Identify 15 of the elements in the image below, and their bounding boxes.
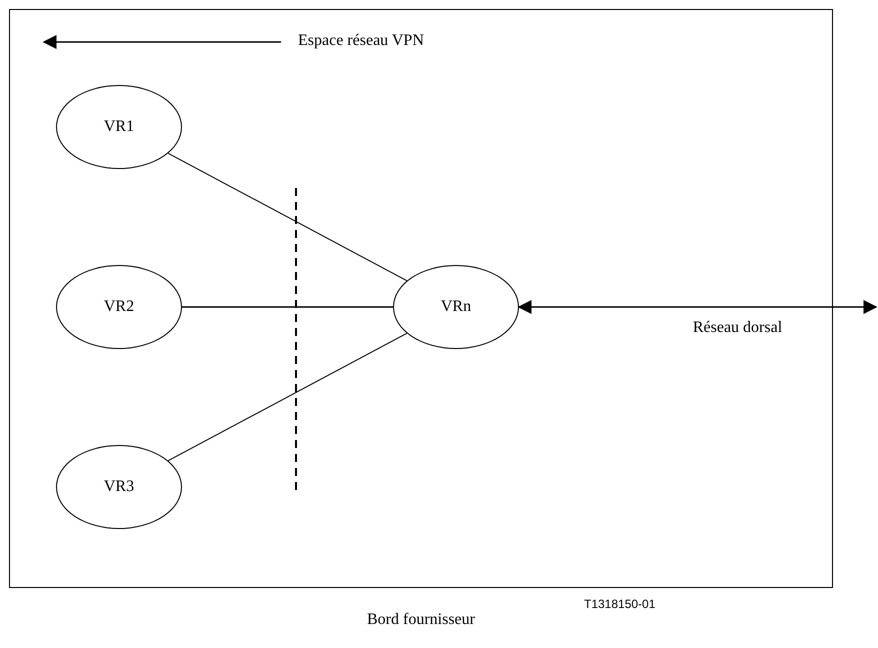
router-label: VR3 [104,478,134,496]
figure-id: T1318150-01 [584,597,656,611]
connector-line [168,152,408,282]
router-ellipse [56,445,182,529]
frame-caption: Bord fournisseur [366,611,476,629]
space-label: Espace réseau VPN [298,32,424,50]
connector-line [182,306,393,308]
router-ellipse [393,265,519,349]
router-label: VRn [440,298,472,316]
connector-line [168,332,408,462]
router-ellipse [56,265,182,349]
router-label: VR1 [104,118,134,136]
router-label: VR2 [104,298,134,316]
double-arrow [518,300,878,314]
router-ellipse [56,85,182,169]
